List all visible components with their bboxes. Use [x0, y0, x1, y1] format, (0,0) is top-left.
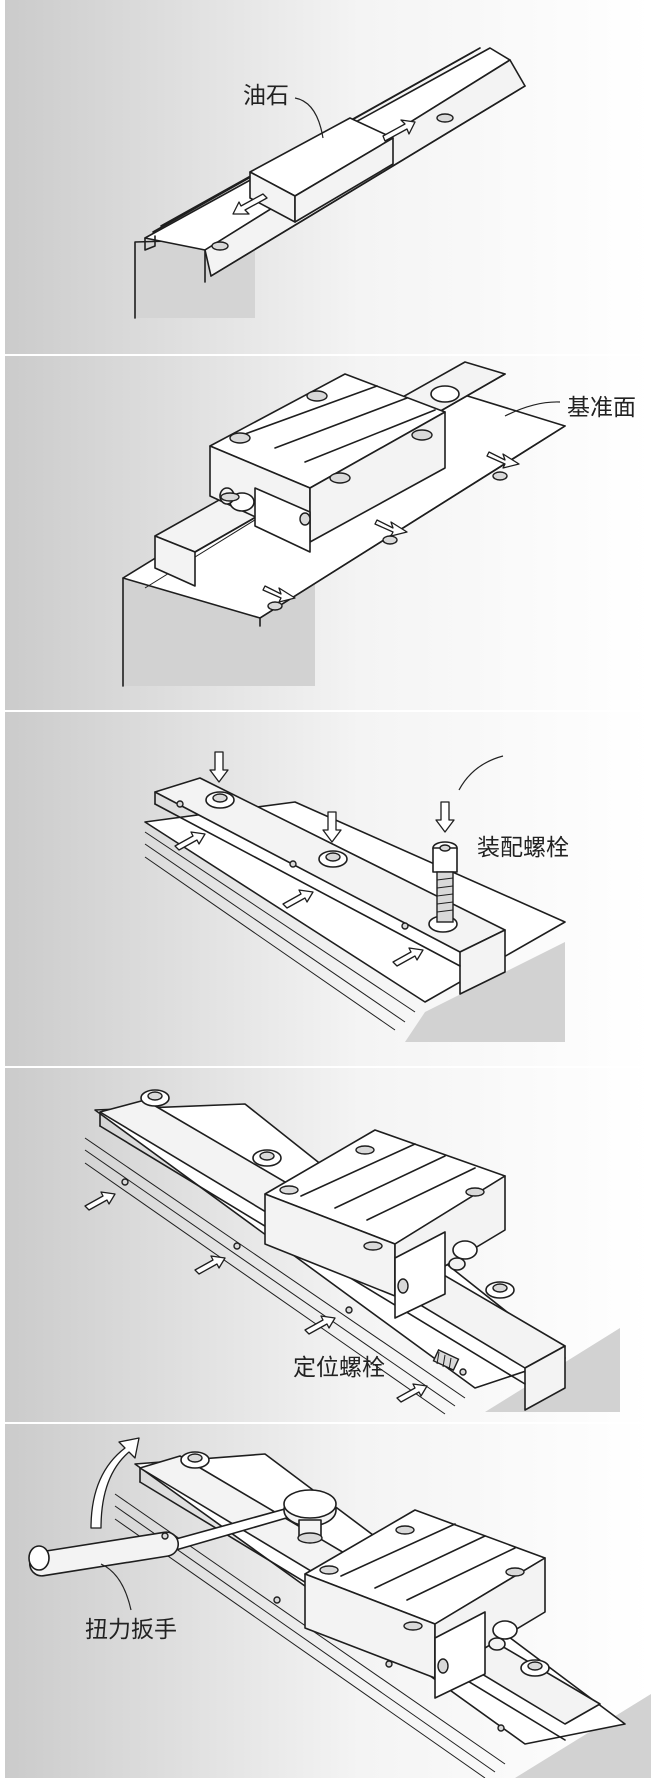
push-arrow-icon	[262, 585, 296, 603]
carriage-hole	[395, 1525, 415, 1535]
push-arrow-icon	[232, 193, 268, 215]
carriage-hole	[229, 432, 251, 444]
panel-positioning-bolt: 定位螺栓	[5, 1068, 651, 1422]
bolt-head-icon	[252, 1149, 282, 1167]
down-arrow-icon	[209, 751, 229, 783]
panel-whetstone: 油石	[5, 0, 651, 354]
rail-hole	[436, 113, 454, 123]
bolt-head-icon	[485, 1281, 515, 1299]
push-arrow-icon	[282, 889, 314, 909]
label-mounting-bolt: 装配螺栓	[477, 835, 569, 861]
label-leader	[294, 97, 324, 139]
label-whetstone: 油石	[243, 83, 289, 109]
rail-hole	[220, 492, 240, 502]
end-cap	[254, 487, 311, 553]
carriage-hole	[329, 472, 351, 484]
carriage-hole	[363, 1241, 383, 1251]
grease-nipple-icon	[488, 1620, 518, 1651]
bolt-head-icon	[180, 1451, 210, 1469]
whetstone-side	[294, 137, 394, 223]
base-shadow	[405, 942, 565, 1042]
carriage-hole	[279, 1185, 299, 1195]
carriage-hole	[319, 1565, 339, 1575]
base-shadow	[515, 1694, 651, 1778]
carriage-hole	[465, 1187, 485, 1197]
rail-end	[459, 929, 506, 995]
push-arrow-icon	[486, 451, 520, 469]
rail-front	[154, 535, 196, 587]
bolt-head-icon	[520, 1659, 550, 1677]
push-arrow-icon	[382, 119, 416, 142]
push-arrow-icon	[392, 947, 424, 967]
push-arrow-icon	[174, 831, 206, 851]
reference-surface-diagram	[5, 356, 651, 710]
grease-nipple-icon	[448, 1240, 478, 1271]
label-leader	[458, 755, 504, 791]
label-leader	[100, 1563, 132, 1611]
positioning-bolt-diagram	[5, 1068, 651, 1422]
down-arrow-icon	[322, 811, 342, 843]
panel-reference-surface: 基准面	[5, 356, 651, 710]
label-positioning-bolt: 定位螺栓	[293, 1355, 385, 1381]
push-arrow-icon	[374, 519, 408, 537]
carriage-hole	[306, 390, 328, 402]
positioning-bolt-icon	[432, 1348, 460, 1372]
push-arrow-icon	[396, 1383, 428, 1403]
carriage-hole	[355, 1145, 375, 1155]
push-arrow-icon	[84, 1191, 116, 1211]
end-cap	[394, 1231, 446, 1319]
mounting-bolt-icon	[432, 841, 458, 923]
push-arrow-icon	[304, 1315, 336, 1335]
torque-wrench-diagram	[5, 1424, 651, 1778]
whetstone-diagram	[5, 0, 651, 354]
rail-end	[524, 1345, 566, 1411]
label-leader	[504, 401, 561, 417]
panel-torque-wrench: 扭力扳手	[5, 1424, 651, 1778]
carriage-hole	[505, 1567, 525, 1577]
rotate-arrow-icon	[90, 1437, 140, 1529]
panel-mounting-bolt: 装配螺栓	[5, 712, 651, 1066]
bolt-head-icon	[140, 1089, 170, 1107]
carriage-hole	[403, 1621, 423, 1631]
bolt-head-icon	[318, 850, 348, 868]
bolt-head-icon	[205, 791, 235, 809]
carriage-hole	[411, 429, 433, 441]
torque-wrench-icon	[28, 1489, 337, 1577]
push-arrow-icon	[194, 1255, 226, 1275]
end-cap	[434, 1611, 486, 1699]
label-torque-wrench: 扭力扳手	[85, 1617, 177, 1643]
down-arrow-icon	[435, 801, 455, 833]
rail-hole	[211, 241, 229, 251]
label-reference-surface: 基准面	[567, 395, 636, 421]
mounting-bolt-diagram	[5, 712, 651, 1066]
rail-hole	[430, 385, 460, 403]
